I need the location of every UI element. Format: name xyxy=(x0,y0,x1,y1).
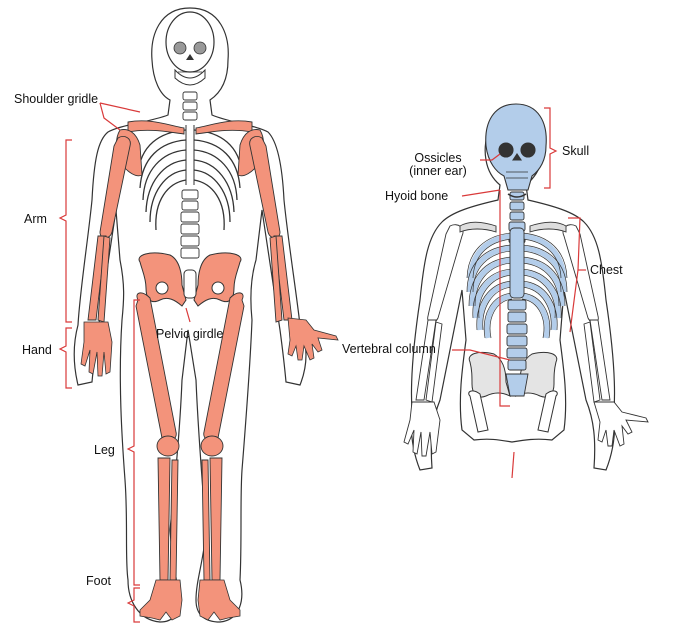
label-ossicles: Ossicles (inner ear) xyxy=(398,152,478,178)
right-brackets xyxy=(452,107,586,479)
label-chest: Chest xyxy=(590,263,623,277)
label-skull: Skull xyxy=(562,144,590,158)
label-shoulder-girdle: Shoulder gridle xyxy=(14,92,99,106)
left-skull xyxy=(165,11,215,86)
left-brackets xyxy=(58,102,191,623)
left-legs xyxy=(135,292,245,581)
label-ossicles-line2: (inner ear) xyxy=(409,164,467,178)
appendicular-skeleton-figure xyxy=(58,7,339,623)
label-leg: Leg xyxy=(94,443,115,457)
label-vertebral-column: Vertebral column xyxy=(342,342,436,356)
left-pelvic-girdle xyxy=(138,252,242,307)
label-pelvic-girdle: Pelvic girdle xyxy=(156,327,224,341)
axial-skeleton-figure xyxy=(403,103,649,479)
label-hyoid-bone: Hyoid bone xyxy=(385,189,449,203)
label-arm: Arm xyxy=(24,212,47,226)
left-ribcage xyxy=(137,125,243,231)
right-skull[interactable] xyxy=(485,103,547,191)
left-feet xyxy=(139,579,241,621)
label-hand: Hand xyxy=(22,343,52,357)
right-chest-outlines xyxy=(466,227,568,339)
hyoid-bone[interactable] xyxy=(507,193,527,198)
label-foot: Foot xyxy=(86,574,112,588)
left-hands xyxy=(80,317,339,377)
label-ossicles-line1: Ossicles xyxy=(414,151,462,165)
left-spine xyxy=(180,91,200,259)
right-arms xyxy=(403,221,649,457)
left-arms xyxy=(87,135,293,323)
